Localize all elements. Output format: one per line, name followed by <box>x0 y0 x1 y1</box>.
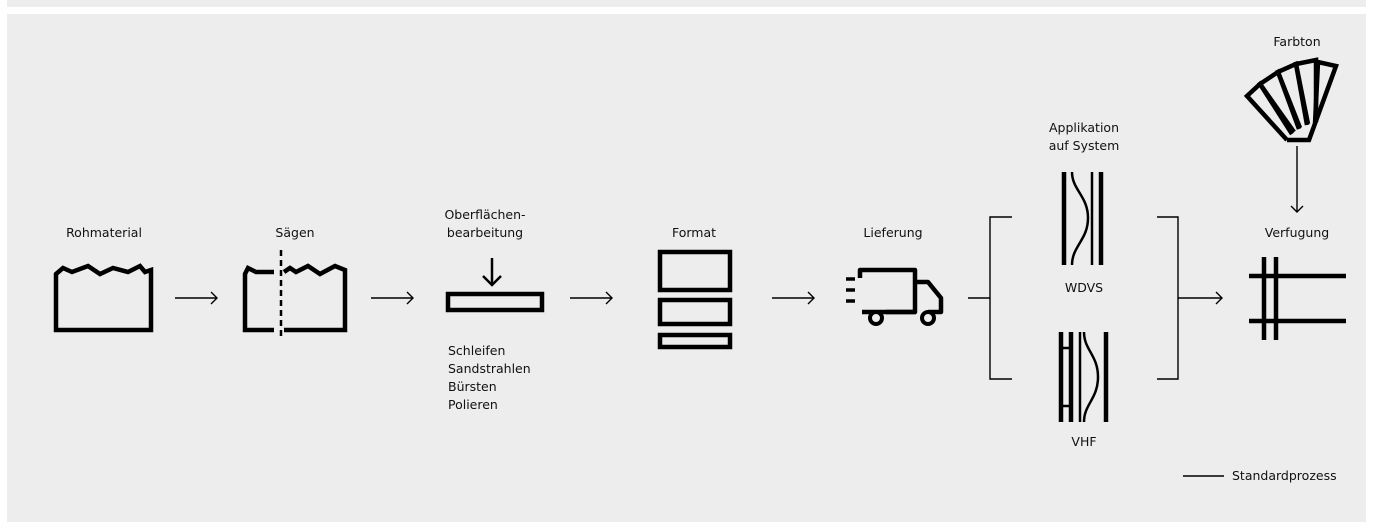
right-bracket <box>1157 216 1179 380</box>
label-vhf: VHF <box>1071 434 1097 449</box>
label-lieferung: Lieferung <box>863 225 923 240</box>
diagram-panel <box>7 14 1366 522</box>
top-strip <box>7 0 1366 7</box>
label-rohmaterial: Rohmaterial <box>66 225 142 240</box>
label-applikation: Applikation auf System <box>1048 120 1120 153</box>
label-oberflaeche: Oberflächen- bearbeitung <box>444 207 526 240</box>
delivery-truck-icon <box>846 267 944 326</box>
arrow-farbton <box>1290 146 1304 213</box>
joint-grid-icon <box>1249 257 1346 340</box>
label-farbton: Farbton <box>1273 34 1321 49</box>
label-wdvs: WDVS <box>1064 280 1104 295</box>
label-saegen: Sägen <box>275 225 315 240</box>
label-verfugung: Verfugung <box>1264 225 1330 240</box>
vhf-wall-icon <box>1058 331 1109 423</box>
color-fan-icon <box>1243 57 1339 143</box>
arrow-2 <box>371 291 414 305</box>
wdvs-wall-icon <box>1061 171 1104 266</box>
legend-label: Standardprozess <box>1232 468 1337 483</box>
arrow-3 <box>570 291 613 305</box>
arrow-4 <box>772 291 815 305</box>
sawn-block-icon <box>242 250 348 340</box>
arrow-5 <box>1178 291 1223 305</box>
stacked-formats-icon <box>657 249 733 350</box>
raw-stone-block-icon <box>53 263 154 333</box>
surface-treatment-icon <box>445 258 545 313</box>
label-oberflaeche-methods: Schleifen Sandstrahlen Bürsten Polieren <box>448 343 531 412</box>
arrow-1 <box>175 291 218 305</box>
label-format: Format <box>671 225 717 240</box>
left-bracket <box>968 216 1012 380</box>
